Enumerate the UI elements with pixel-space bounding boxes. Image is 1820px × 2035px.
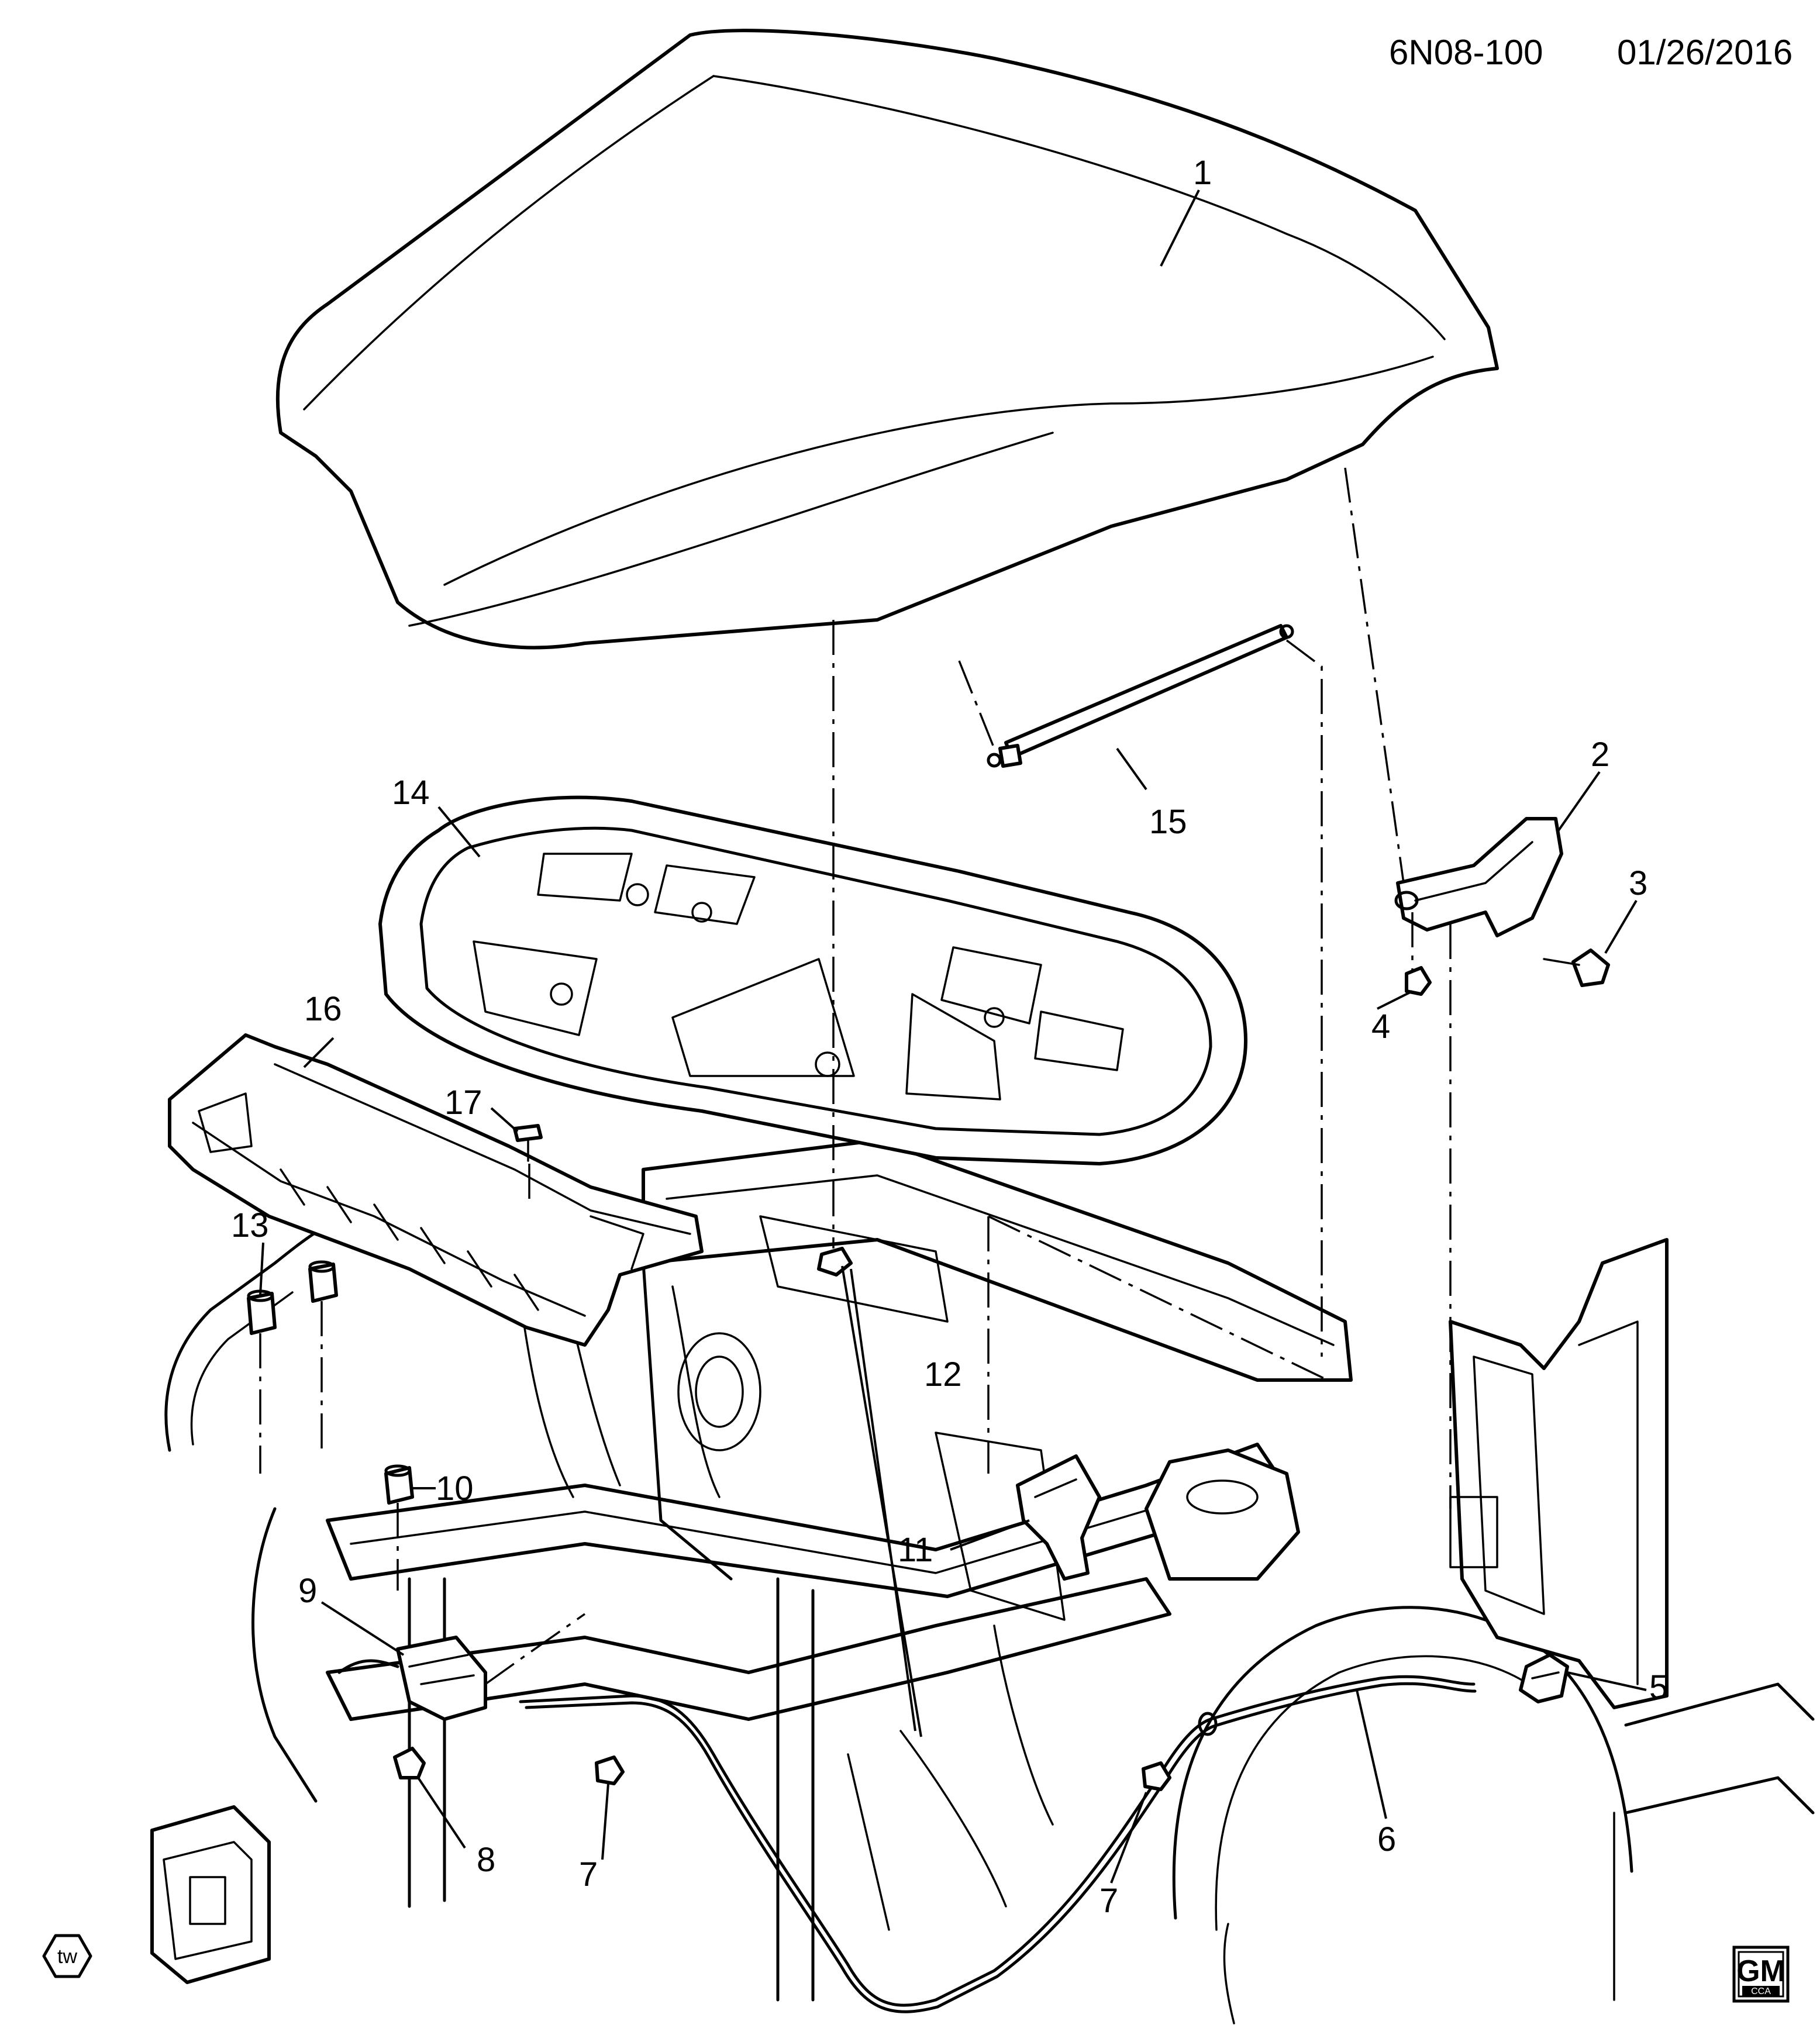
front-upper-trim (168, 1033, 704, 1347)
hinge-nut (1405, 966, 1432, 996)
cable-clip-left (595, 1755, 625, 1785)
callout-16: 16 (304, 990, 342, 1028)
latch-cable-bracket (1016, 1454, 1101, 1581)
push-clip (513, 1124, 543, 1162)
hood-strut (987, 624, 1294, 768)
callout-4: 4 (1371, 1008, 1390, 1046)
callout-7-right: 7 (1099, 1882, 1118, 1920)
hood-hinge (1394, 817, 1563, 937)
latch-bolt (393, 1747, 426, 1779)
diagram-code: 6N08-100 (1389, 33, 1543, 72)
insulator-grommet (817, 1247, 853, 1277)
tw-badge-label: tw (57, 1946, 77, 1968)
hood-insulator (378, 795, 1247, 1165)
callout-11: 11 (898, 1531, 933, 1569)
tw-badge: tw (42, 1934, 92, 1978)
diagram-date: 01/26/2016 (1617, 33, 1793, 72)
callout-10: 10 (436, 1470, 474, 1508)
hood-latch (337, 1636, 487, 1721)
callout-17: 17 (444, 1084, 482, 1122)
callout-labels: 1 2 3 4 5 6 7 7 8 9 10 11 12 13 14 15 16… (231, 154, 1668, 1920)
callout-3: 3 (1629, 864, 1647, 902)
cable-clip-right (1142, 1761, 1171, 1791)
leader-lines (259, 189, 1647, 1884)
assembly-centerlines (259, 467, 1452, 1685)
callout-15: 15 (1149, 803, 1187, 841)
hinge-bolt (1543, 948, 1610, 987)
gm-logo: GM CCA (1732, 1946, 1790, 2003)
callout-2: 2 (1591, 736, 1609, 774)
front-body-structure (150, 1139, 1815, 2024)
callout-1: 1 (1193, 154, 1212, 192)
callout-5: 5 (1649, 1668, 1668, 1706)
callout-13: 13 (231, 1206, 269, 1244)
diagram-header: 6N08-100 01/26/2016 (1389, 33, 1793, 72)
gm-logo-subtext: CCA (1751, 1986, 1771, 1996)
callout-6: 6 (1377, 1820, 1396, 1858)
hood-release-handle (1519, 1653, 1569, 1703)
callout-14: 14 (392, 774, 430, 812)
callout-7-left: 7 (579, 1855, 598, 1893)
hood-bumper-center (384, 1464, 414, 1505)
gm-logo-text: GM (1736, 1954, 1785, 1988)
hood-release-cable (519, 1675, 1477, 2013)
callout-12: 12 (924, 1355, 962, 1394)
hood-panel (275, 29, 1499, 650)
callout-8: 8 (477, 1841, 495, 1879)
callout-9: 9 (298, 1572, 317, 1610)
hood-bumpers (247, 1260, 338, 1335)
